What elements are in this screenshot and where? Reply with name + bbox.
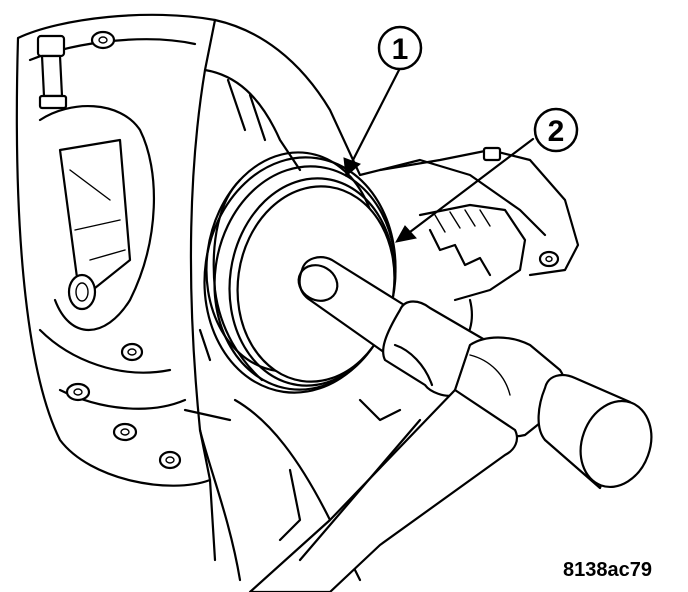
callout-2: 2: [533, 107, 579, 153]
callout-2-label: 2: [548, 115, 565, 148]
callout-2-arrowhead: [395, 225, 417, 243]
axle-housing: [183, 18, 547, 582]
tool-handle: [248, 256, 653, 592]
callout-1-label: 1: [392, 33, 409, 66]
vent-fitting: [36, 34, 68, 110]
pinion-area: [378, 146, 580, 352]
callout-leaders: [343, 68, 535, 243]
cover-bolts: [65, 30, 182, 470]
callout-1-arrowhead: [343, 157, 361, 177]
figure-code: 8138ac79: [563, 559, 652, 581]
callout-1-circle: [377, 25, 423, 71]
callout-2-circle: [533, 107, 579, 153]
callout-1: 1: [377, 25, 423, 71]
